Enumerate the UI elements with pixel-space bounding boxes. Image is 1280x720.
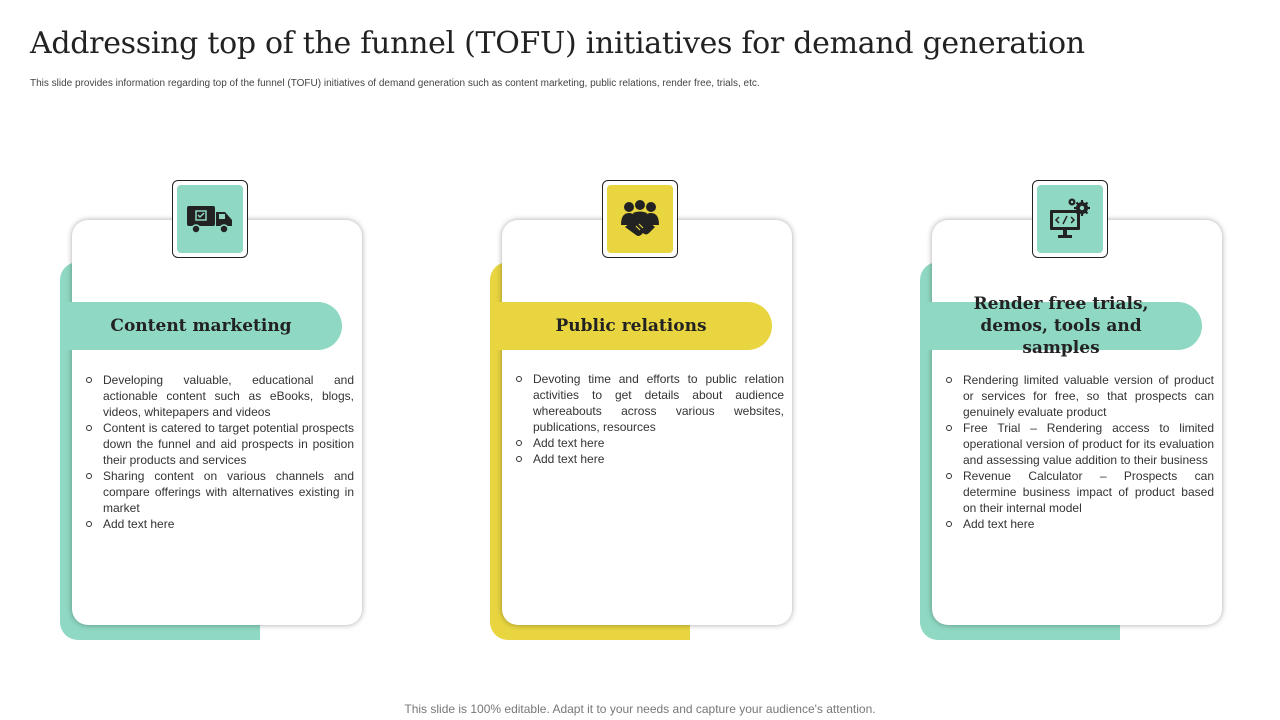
- slide-footer: This slide is 100% editable. Adapt it to…: [404, 702, 876, 716]
- list-item: Add text here: [516, 451, 784, 467]
- icon-frame: [1032, 180, 1108, 258]
- card-content-marketing: Content marketing Developing valuable, e…: [60, 180, 377, 642]
- list-item: Devoting time and efforts to public rela…: [516, 371, 784, 435]
- card-heading: Content marketing: [110, 316, 292, 336]
- card-free-trials: Render free trials, demos, tools and sam…: [920, 180, 1237, 642]
- card-public-relations: Public relations Devoting time and effor…: [490, 180, 807, 642]
- list-item: Add text here: [946, 516, 1214, 532]
- list-item: Free Trial – Rendering access to limited…: [946, 420, 1214, 468]
- card-body: [932, 220, 1222, 625]
- list-item: Add text here: [516, 435, 784, 451]
- bullet-list: Devoting time and efforts to public rela…: [516, 371, 784, 467]
- monitor-gears-icon: [1037, 185, 1103, 253]
- icon-frame: [602, 180, 678, 258]
- card-heading-pill: Render free trials, demos, tools and sam…: [920, 294, 1202, 358]
- card-body: [72, 220, 362, 625]
- list-item: Rendering limited valuable version of pr…: [946, 372, 1214, 420]
- card-heading: Render free trials, demos, tools and sam…: [973, 294, 1149, 358]
- card-heading: Public relations: [555, 316, 707, 336]
- delivery-truck-icon: [177, 185, 243, 253]
- card-heading-pill: Public relations: [490, 302, 772, 350]
- list-item: Developing valuable, educational and act…: [86, 372, 354, 420]
- list-item: Revenue Calculator – Prospects can deter…: [946, 468, 1214, 516]
- card-heading-pill: Content marketing: [60, 302, 342, 350]
- list-item: Content is catered to target potential p…: [86, 420, 354, 468]
- handshake-group-icon: [607, 185, 673, 253]
- card-body: [502, 220, 792, 625]
- list-item: Add text here: [86, 516, 354, 532]
- list-item: Sharing content on various channels and …: [86, 468, 354, 516]
- bullet-list: Rendering limited valuable version of pr…: [946, 372, 1214, 532]
- bullet-list: Developing valuable, educational and act…: [86, 372, 354, 532]
- slide-title: Addressing top of the funnel (TOFU) init…: [30, 26, 1085, 61]
- icon-frame: [172, 180, 248, 258]
- slide-subtitle: This slide provides information regardin…: [30, 78, 760, 89]
